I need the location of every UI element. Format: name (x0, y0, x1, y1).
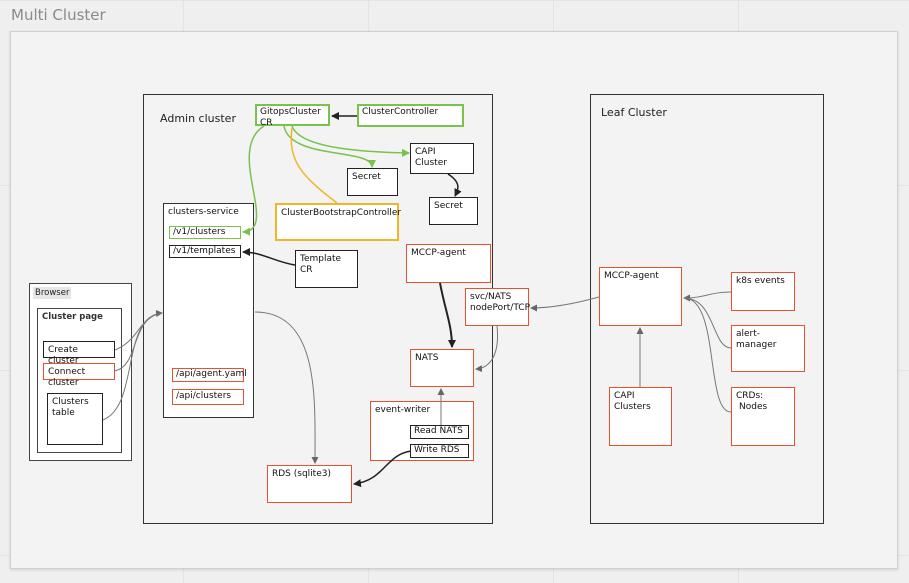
write-rds-label: Write RDS (414, 445, 460, 455)
api-clusters-label: /api/clusters (176, 391, 232, 401)
mccp-agent-leaf-label: MCCP-agent (604, 271, 659, 281)
create-cluster-label: Create cluster (48, 345, 79, 367)
write-rds-box[interactable]: Write RDS (410, 444, 469, 458)
cluster-controller-box[interactable]: ClusterController (357, 104, 464, 127)
gitops-cluster-cr-box[interactable]: GitopsCluster CR (255, 104, 330, 129)
template-cr-box[interactable]: Template CR (295, 250, 358, 288)
alert-manager-label: alert-manager (736, 329, 777, 351)
event-writer-label: event-writer (375, 405, 431, 415)
k8s-events-box[interactable]: k8s events (731, 272, 795, 311)
svc-nats-box[interactable]: svc/NATS nodePort/TCP (465, 288, 531, 326)
board-title: Multi Cluster (11, 6, 106, 24)
capi-cluster-label: CAPI Cluster (415, 147, 447, 169)
mccp-agent-admin-label: MCCP-agent (411, 248, 466, 258)
rds-label: RDS (sqlite3) (272, 469, 331, 479)
capi-cluster-box[interactable]: CAPI Cluster (410, 143, 474, 174)
alert-manager-box[interactable]: alert-manager (731, 325, 805, 372)
mccp-agent-admin-box[interactable]: MCCP-agent (406, 244, 491, 283)
clusters-table-box[interactable]: Clusters table (47, 393, 103, 445)
api-clusters-box[interactable]: /api/clusters (172, 389, 244, 405)
cluster-controller-label: ClusterController (362, 107, 439, 117)
v1-clusters-box[interactable]: /v1/clusters (169, 226, 241, 239)
nats-label: NATS (415, 353, 439, 363)
template-cr-label: Template CR (300, 254, 342, 276)
api-agent-label: /api/agent.yaml (176, 369, 247, 379)
rds-box[interactable]: RDS (sqlite3) (267, 465, 352, 503)
v1-templates-box[interactable]: /v1/templates (169, 245, 241, 258)
v1-clusters-label: /v1/clusters (173, 227, 226, 237)
capi-clusters-box[interactable]: CAPI Clusters (609, 387, 672, 446)
browser-label: Browser (33, 287, 72, 299)
read-nats-label: Read NATS (414, 426, 463, 436)
clusters-table-label-1: Clusters (52, 397, 89, 407)
svc-nats-label-2: nodePort/TCP (470, 303, 531, 314)
capi-clusters-label: CAPI Clusters (614, 391, 651, 413)
crds-box[interactable]: CRDs: Nodes (731, 387, 795, 446)
svc-nats-label-1: svc/NATS (470, 292, 512, 302)
crds-label-1: CRDs: (736, 391, 764, 401)
admin-cluster-label: Admin cluster (160, 112, 236, 125)
nats-box[interactable]: NATS (410, 349, 474, 387)
leaf-cluster-label: Leaf Cluster (601, 106, 667, 119)
secret-box-2[interactable]: Secret (429, 197, 478, 225)
cluster-page-label: Cluster page (42, 312, 103, 322)
k8s-events-label: k8s events (736, 276, 785, 286)
read-nats-box[interactable]: Read NATS (410, 425, 469, 439)
clusters-table-label-2: table (52, 408, 75, 419)
secret-label-2: Secret (434, 201, 463, 211)
v1-templates-label: /v1/templates (173, 246, 236, 256)
bootstrap-controller-box[interactable]: ClusterBootstrapController (275, 203, 402, 241)
secret-box-1[interactable]: Secret (347, 168, 398, 196)
connect-cluster-box[interactable]: Connect cluster (43, 363, 115, 388)
clusters-service-label: clusters-service (168, 207, 239, 217)
gitops-cluster-cr-label: GitopsCluster CR (260, 107, 321, 129)
mccp-agent-leaf-box[interactable]: MCCP-agent (599, 267, 682, 326)
crds-label-2: Nodes (739, 402, 768, 413)
bootstrap-controller-label: ClusterBootstrapController (281, 208, 402, 218)
connect-cluster-label: Connect cluster (48, 367, 86, 389)
api-agent-box[interactable]: /api/agent.yaml (172, 368, 247, 382)
create-cluster-box[interactable]: Create cluster (43, 341, 115, 366)
leaf-cluster-container[interactable] (590, 94, 824, 524)
secret-label-1: Secret (352, 172, 381, 182)
